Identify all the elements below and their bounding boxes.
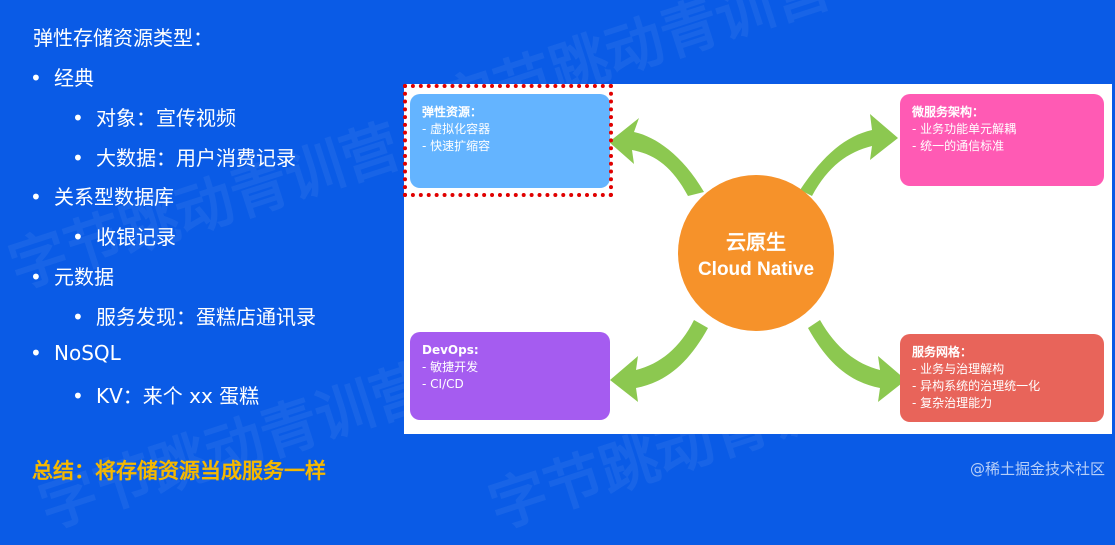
microservices-box: 微服务架构： - 业务功能单元解耦 - 统一的通信标准 — [900, 94, 1104, 186]
box-line: - 复杂治理能力 — [912, 396, 993, 410]
bullet-item-level-2: • 大数据：用户消费记录 — [72, 142, 296, 171]
arrow-to-micro — [800, 114, 898, 196]
box-title: 微服务架构： — [912, 105, 985, 119]
bullet-item-level-1: • 经典 — [30, 62, 94, 91]
bullet-item-level-2: • 对象：宣传视频 — [72, 102, 236, 131]
arrow-to-mesh — [808, 320, 906, 402]
bullet-dot-icon: • — [30, 340, 42, 365]
box-line: - CI/CD — [422, 377, 464, 391]
center-title-en: Cloud Native — [697, 258, 815, 280]
bullet-dot-icon: • — [72, 105, 84, 130]
box-title: DevOps: — [422, 343, 479, 357]
bullet-text: NoSQL — [54, 340, 121, 365]
summary-text: 总结：将存储资源当成服务一样 — [32, 459, 326, 483]
arrow-to-elastic — [609, 118, 704, 196]
box-title: 弹性资源： — [422, 105, 483, 119]
bullet-item-level-1: • NoSQL — [30, 341, 121, 365]
watermark: 字节跳动青训营 — [30, 351, 439, 542]
bullet-text: 对象：宣传视频 — [96, 105, 236, 130]
elastic-resources-box: 弹性资源： - 虚拟化容器 - 快速扩缩容 — [410, 94, 610, 188]
box-line: - 虚拟化容器 — [422, 122, 491, 136]
bullet-text: 服务发现：蛋糕店通讯录 — [96, 304, 316, 329]
bullet-dot-icon: • — [72, 304, 84, 329]
center-title-cn: 云原生 — [726, 229, 786, 254]
bullet-item-level-2: • KV：来个 xx 蛋糕 — [72, 380, 259, 409]
bullet-item-level-1: • 元数据 — [30, 261, 114, 290]
cloud-native-circle: 云原生 Cloud Native — [678, 175, 834, 331]
bullet-dot-icon: • — [72, 384, 84, 409]
bullet-text: 收银记录 — [96, 225, 176, 250]
bullet-dot-icon: • — [30, 66, 42, 90]
box-line: - 敏捷开发 — [422, 360, 479, 374]
bullet-item-level-1: • 关系型数据库 — [30, 181, 174, 210]
box-line: - 快速扩缩容 — [422, 139, 491, 153]
bullet-item-level-2: • 服务发现：蛋糕店通讯录 — [72, 301, 316, 330]
bullet-text: 元数据 — [54, 265, 114, 289]
box-line: - 业务与治理解构 — [912, 362, 1005, 376]
box-title: 服务网格： — [912, 345, 973, 359]
arrow-to-devops — [610, 320, 708, 402]
highlight-dotted-frame — [403, 84, 613, 197]
arrows — [609, 114, 906, 402]
bullet-dot-icon: • — [72, 225, 84, 250]
bullet-text: 关系型数据库 — [54, 185, 174, 210]
box-line: - 业务功能单元解耦 — [912, 122, 1017, 136]
devops-box: DevOps: - 敏捷开发 - CI/CD — [410, 332, 610, 420]
cloud-native-diagram: 弹性资源： - 虚拟化容器 - 快速扩缩容 微服务架构： - 业务功能单元解耦 … — [404, 84, 1112, 434]
bullet-dot-icon: • — [30, 185, 42, 210]
bullet-dot-icon: • — [30, 265, 42, 289]
box-line: - 异构系统的治理统一化 — [912, 379, 1041, 393]
bullet-item-level-2: • 收银记录 — [72, 221, 176, 250]
slide-heading: 弹性存储资源类型： — [33, 26, 213, 50]
bullet-text: 大数据：用户消费记录 — [96, 145, 296, 170]
source-credit: @稀土掘金技术社区 — [969, 460, 1105, 478]
service-mesh-box: 服务网格： - 业务与治理解构 - 异构系统的治理统一化 - 复杂治理能力 — [900, 334, 1104, 422]
bullet-text: 经典 — [54, 66, 94, 90]
bullet-dot-icon: • — [72, 145, 84, 170]
box-line: - 统一的通信标准 — [912, 139, 1005, 153]
bullet-text: KV：来个 xx 蛋糕 — [96, 384, 260, 409]
